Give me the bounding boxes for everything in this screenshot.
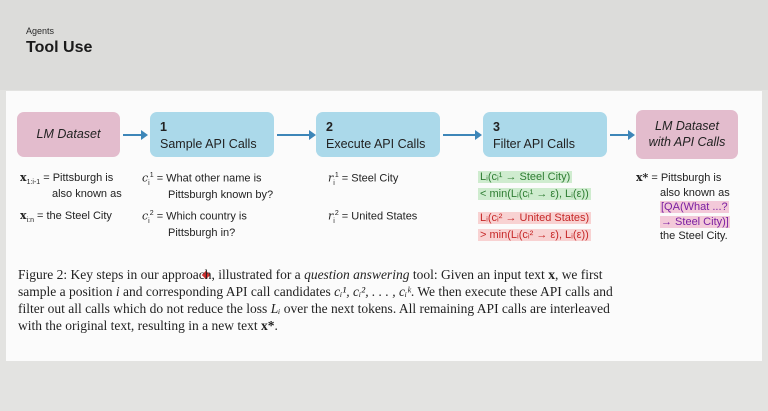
arrow-4 (610, 130, 635, 140)
arrow-1 (123, 130, 148, 140)
section-kicker: Agents (26, 26, 55, 36)
api-result-1: ri1 = Steel City (328, 171, 399, 187)
api-result-2: ri2 = United States (328, 209, 418, 225)
step2-box: 2 Execute API Calls (316, 112, 440, 157)
filter-removed-line1: Lᵢ(cᵢ² → United States) (478, 212, 592, 224)
lm-dataset-api-box: LM Dataset with API Calls (636, 110, 738, 159)
lm-dataset-box: LM Dataset (17, 112, 120, 157)
arrow-2 (277, 130, 316, 140)
output-text: x* = Pittsburgh is also known as [QA(Wha… (636, 171, 730, 242)
filter-kept-line1: Lᵢ(cᵢ¹ → Steel City) (478, 171, 573, 183)
figure-panel: LM Dataset 1 Sample API Calls 2 Execute … (6, 91, 762, 361)
step3-label: Filter API Calls (493, 137, 575, 151)
lm-dataset-label: LM Dataset (36, 126, 101, 141)
step1-number: 1 (160, 120, 167, 134)
input-prefix-text: x1:i-1 = Pittsburgh is also known as (20, 171, 122, 201)
filter-removed-line2: > min(Lᵢ(cᵢ² → ε), Lᵢ(ε)) (478, 229, 591, 241)
filter-kept-line2: < min(Lᵢ(cᵢ¹ → ε), Lᵢ(ε)) (478, 188, 591, 200)
input-suffix-text: xi:n = the Steel City (20, 209, 112, 225)
step1-box: 1 Sample API Calls (150, 112, 274, 157)
arrow-3 (443, 130, 482, 140)
filter-removed-condition: Lᵢ(cᵢ² → United States) > min(Lᵢ(cᵢ² → ε… (478, 210, 592, 244)
step2-label: Execute API Calls (326, 137, 426, 151)
step3-box: 3 Filter API Calls (483, 112, 607, 157)
slide-header: Agents Tool Use (0, 0, 768, 90)
step1-label: Sample API Calls (160, 137, 257, 151)
step3-number: 3 (493, 120, 500, 134)
slide-title: Tool Use (26, 39, 93, 56)
filter-kept-condition: Lᵢ(cᵢ¹ → Steel City) < min(Lᵢ(cᵢ¹ → ε), … (478, 169, 591, 203)
lm-dataset-api-line1: LM Dataset (655, 118, 719, 133)
figure-caption: Figure 2: Key steps in our approach, ill… (18, 267, 613, 333)
api-call-candidate-1: ci1 = What other name is Pittsburgh know… (142, 171, 274, 201)
lm-dataset-api-line2: with API Calls (648, 134, 726, 149)
step2-number: 2 (326, 120, 333, 134)
api-call-candidate-2: ci2 = Which country is Pittsburgh in? (142, 209, 247, 239)
